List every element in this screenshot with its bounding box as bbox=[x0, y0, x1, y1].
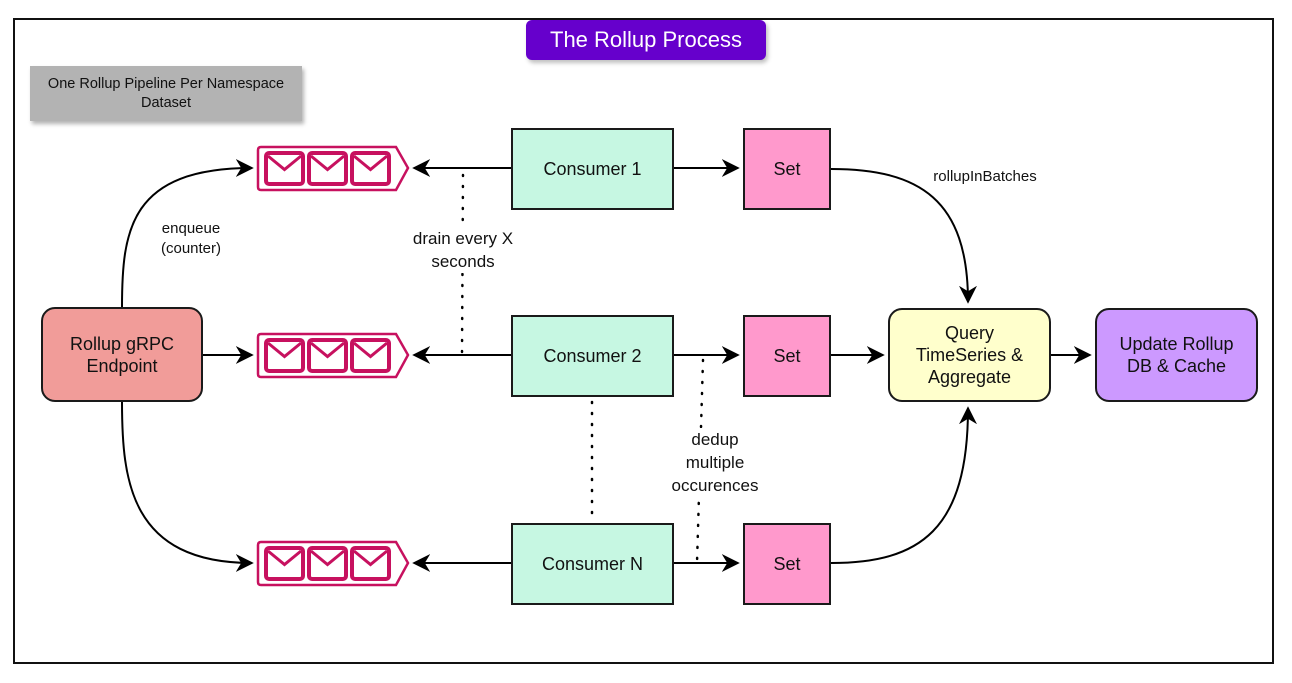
diagram-title: The Rollup Process bbox=[526, 20, 766, 60]
queue-2 bbox=[256, 332, 410, 379]
consumer-1-node: Consumer 1 bbox=[511, 128, 674, 210]
consumer-n-node: Consumer N bbox=[511, 523, 674, 605]
query-label: Query TimeSeries & Aggregate bbox=[915, 323, 1024, 387]
set-2-label: Set bbox=[773, 346, 801, 366]
set-1-label: Set bbox=[773, 159, 801, 179]
envelope-icon bbox=[264, 151, 305, 186]
set-2-node: Set bbox=[743, 315, 831, 397]
update-label: Update Rollup DB & Cache bbox=[1119, 334, 1234, 376]
endpoint-label: Rollup gRPC Endpoint bbox=[69, 333, 175, 376]
consumer-2-node: Consumer 2 bbox=[511, 315, 674, 397]
consumer-1-label: Consumer 1 bbox=[543, 159, 642, 179]
consumer-n-label: Consumer N bbox=[541, 554, 644, 574]
queue-3 bbox=[256, 540, 410, 587]
pipeline-note: One Rollup Pipeline Per Namespace Datase… bbox=[30, 66, 302, 121]
envelope-icon bbox=[307, 338, 348, 373]
envelope-icon bbox=[264, 338, 305, 373]
set-1-node: Set bbox=[743, 128, 831, 210]
envelope-icon bbox=[307, 151, 348, 186]
edge-set-3-to-query bbox=[830, 406, 977, 564]
set-3-label: Set bbox=[773, 554, 801, 574]
drain-label: drain every X seconds bbox=[388, 227, 538, 273]
update-rollup-node: Update Rollup DB & Cache bbox=[1095, 308, 1258, 402]
set-3-node: Set bbox=[743, 523, 831, 605]
dedup-label: dedup multiple occurences bbox=[660, 428, 770, 497]
envelope-icon bbox=[350, 338, 391, 373]
edge-endpoint-to-queue-1 bbox=[121, 159, 254, 308]
queue-1 bbox=[256, 145, 410, 192]
edge-endpoint-to-queue-3 bbox=[121, 401, 254, 572]
envelope-icon bbox=[350, 546, 391, 581]
dotted-dedup-connector bbox=[695, 358, 705, 565]
enqueue-label: enqueue (counter) bbox=[160, 220, 222, 257]
rollup-batches-label: rollupInBatches bbox=[933, 168, 1037, 185]
envelope-icon bbox=[350, 151, 391, 186]
envelope-icon bbox=[264, 546, 305, 581]
query-aggregate-node: Query TimeSeries & Aggregate bbox=[888, 308, 1051, 402]
diagram-frame bbox=[13, 18, 1274, 664]
edge-set-1-to-query bbox=[830, 168, 977, 304]
rollup-grpc-endpoint-node: Rollup gRPC Endpoint bbox=[41, 307, 203, 402]
envelope-icon bbox=[307, 546, 348, 581]
pipeline-note-text: One Rollup Pipeline Per Namespace Datase… bbox=[47, 75, 285, 111]
consumer-2-label: Consumer 2 bbox=[543, 346, 642, 366]
